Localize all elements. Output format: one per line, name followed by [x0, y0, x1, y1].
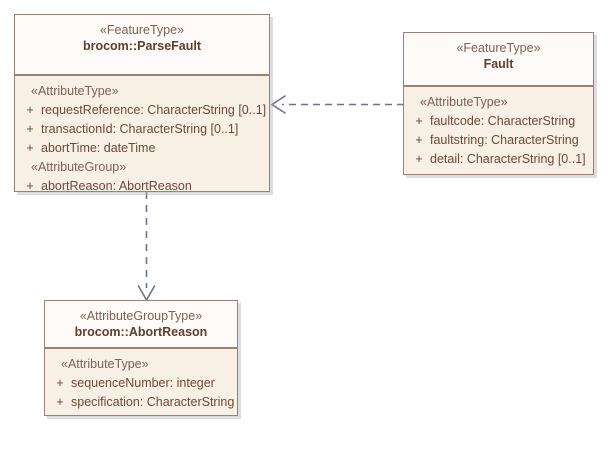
group-stereotype-attributetype: «AttributeType» — [31, 84, 119, 98]
class-name: Fault — [483, 57, 514, 71]
attribute-row[interactable]: + detail: CharacterString [0..1] — [408, 150, 589, 169]
class-header-abortreason: «AttributeGroupType» brocom::AbortReason — [45, 301, 237, 349]
attribute-row[interactable]: + abortReason: AbortReason — [19, 177, 265, 196]
attribute-row[interactable]: + transactionId: CharacterString [0..1] — [19, 120, 265, 139]
attribute-label: abortReason: AbortReason — [41, 179, 192, 193]
uml-class-abortreason[interactable]: «AttributeGroupType» brocom::AbortReason… — [44, 300, 238, 416]
visibility-marker: + — [415, 133, 423, 147]
attribute-compartment-parsefault: «AttributeType» + requestReference: Char… — [15, 76, 269, 193]
group-stereotype-attributetype: «AttributeType» — [420, 95, 508, 109]
class-name: brocom::ParseFault — [82, 39, 202, 53]
group-stereotype-attributegroup: «AttributeGroup» — [31, 160, 127, 174]
attribute-label: sequenceNumber: integer — [71, 376, 215, 390]
arrowhead-open-down-icon — [137, 285, 156, 302]
attribute-row[interactable]: + faultcode: CharacterString — [408, 112, 589, 131]
visibility-marker: + — [26, 141, 34, 155]
class-header-fault: «FeatureType» Fault — [404, 33, 593, 87]
visibility-marker: + — [415, 114, 423, 128]
attribute-label: specification: CharacterString — [71, 395, 235, 409]
attribute-label: abortTime: dateTime — [41, 141, 156, 155]
attribute-row[interactable]: + requestReference: CharacterString [0..… — [19, 101, 267, 120]
uml-class-parsefault[interactable]: «FeatureType» brocom::ParseFault «Attrib… — [14, 14, 270, 193]
class-stereotype: «FeatureType» — [456, 41, 541, 55]
visibility-marker: + — [56, 376, 64, 390]
group-stereotype-attributetype: «AttributeType» — [61, 357, 149, 371]
arrowhead-open-left-icon — [270, 95, 286, 114]
attribute-row[interactable]: + abortTime: dateTime — [19, 139, 265, 158]
attribute-label: faultcode: CharacterString — [430, 114, 576, 128]
attribute-label: faultstring: CharacterString — [430, 133, 579, 147]
attribute-label: transactionId: CharacterString [0..1] — [41, 122, 239, 136]
attribute-compartment-fault: «AttributeType» + faultcode: CharacterSt… — [404, 87, 593, 174]
visibility-marker: + — [56, 395, 64, 409]
visibility-marker: + — [26, 103, 34, 117]
connector-fault-to-parsefault[interactable] — [270, 94, 406, 116]
visibility-marker: + — [26, 122, 34, 136]
visibility-marker: + — [415, 152, 423, 166]
attribute-compartment-abortreason: «AttributeType» + sequenceNumber: intege… — [45, 349, 237, 415]
class-name: brocom::AbortReason — [74, 325, 208, 339]
uml-class-fault[interactable]: «FeatureType» Fault «AttributeType» + fa… — [403, 32, 594, 175]
attribute-row[interactable]: + specification: CharacterString — [49, 393, 235, 412]
attribute-label: requestReference: CharacterString [0..1] — [41, 103, 267, 117]
attribute-row[interactable]: + sequenceNumber: integer — [49, 374, 233, 393]
connector-parsefault-to-abortreason[interactable] — [136, 192, 158, 302]
attribute-row[interactable]: + faultstring: CharacterString — [408, 131, 589, 150]
class-stereotype: «AttributeGroupType» — [79, 309, 203, 323]
class-header-parsefault: «FeatureType» brocom::ParseFault — [15, 15, 269, 76]
attribute-label: detail: CharacterString [0..1] — [430, 152, 586, 166]
class-stereotype: «FeatureType» — [99, 23, 185, 37]
visibility-marker: + — [26, 179, 34, 193]
